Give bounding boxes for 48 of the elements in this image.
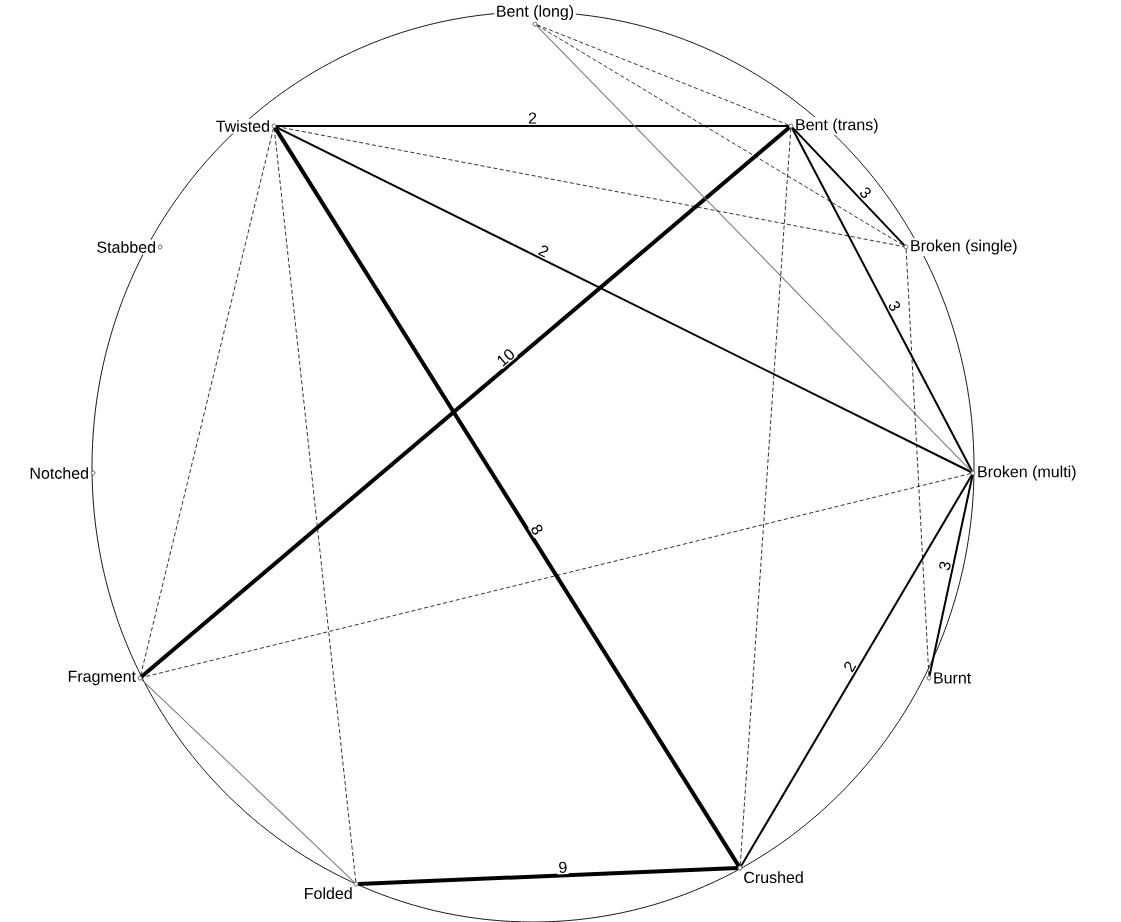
edge-label: 3 [856,183,875,202]
edge-label: 3 [885,297,904,315]
connector-line [791,127,973,472]
node-point: Burnt [926,670,973,686]
connector-line [141,679,355,883]
node-point: Fragment [66,669,143,687]
node-label: Broken (multi) [978,465,1076,481]
node-point: Notched [27,465,96,481]
connector-line [536,24,905,247]
connector-line [275,126,972,473]
node-label: Fragment [68,670,136,686]
connector-line [358,866,738,886]
node-point: Bent (long) [494,3,576,27]
node-point: Stabbed [94,239,163,255]
connector-line [928,474,974,677]
node-point: Bent (trans) [788,117,881,135]
node-point: Broken (multi) [970,464,1079,482]
connector-line [905,248,930,677]
connector-line [740,473,973,868]
connector-line [140,125,791,679]
connector-line [275,126,905,247]
node-label: Burnt [934,672,972,684]
node-point: Folded [302,881,359,901]
edge-label: 10 [493,345,518,370]
node-label: Twisted [216,120,269,132]
node-label: Notched [30,467,88,479]
edge-label: 8 [528,521,546,539]
connector-line [536,25,972,472]
connector-line [141,473,972,678]
connector-line [739,127,792,867]
node-label: Stabbed [97,241,155,253]
connector-line [273,126,741,868]
node-label: Bent (long) [497,5,574,21]
node-label: Broken (single) [911,239,1017,255]
connector-line [275,125,790,127]
connector-line [791,126,906,247]
node-label: Crushed [744,871,803,884]
node-label: Folded [305,887,352,900]
connector-line [536,24,790,126]
edge-label: 2 [535,242,552,260]
node-label: Bent (trans) [796,118,878,134]
node-point: Twisted [214,118,277,134]
edge-label: 3 [936,558,953,573]
edge-label: 2 [526,111,539,125]
edge-label: 9 [556,860,569,875]
node-point: Broken (single) [903,238,1020,256]
edge-label: 2 [840,658,859,675]
node-point: Crushed [737,865,806,885]
